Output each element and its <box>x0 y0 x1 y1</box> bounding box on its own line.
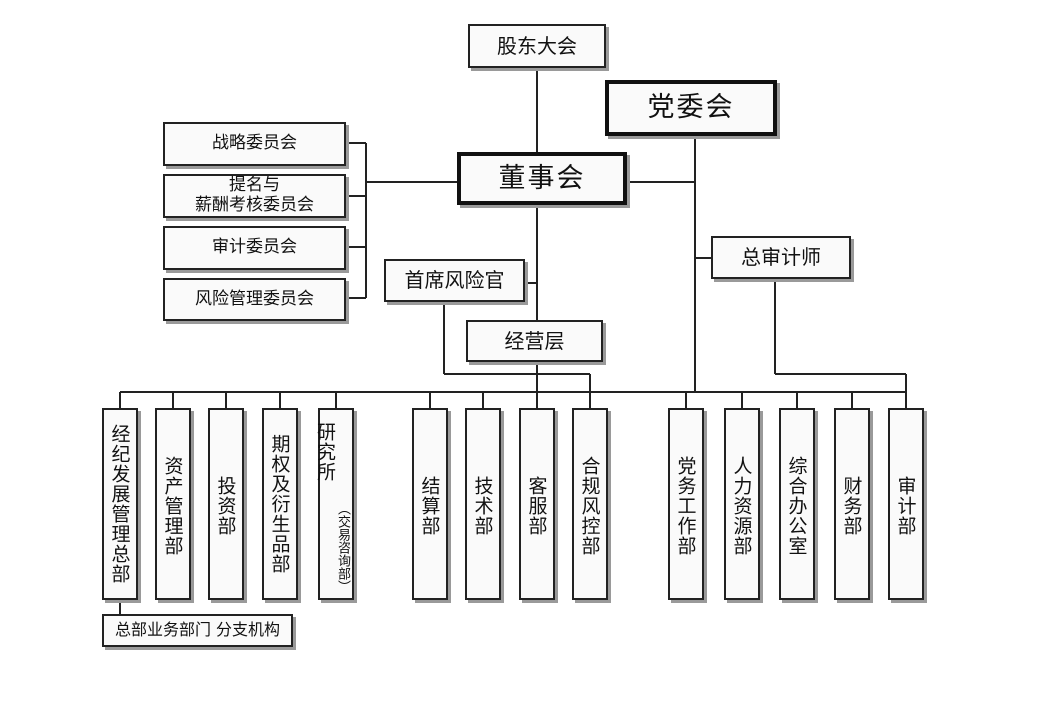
dept-brokerage-development: 经纪发展管理总部 <box>102 408 138 600</box>
dept-label: 资产管理部 <box>161 456 184 556</box>
strategy-committee-box: 战略委员会 <box>163 122 346 166</box>
dept-asset-management: 资产管理部 <box>155 408 191 600</box>
dept-label: 经纪发展管理总部 <box>108 424 131 584</box>
dept-label: 投资部 <box>214 476 237 536</box>
board-of-directors-box: 董事会 <box>457 152 627 205</box>
management-box: 经营层 <box>466 320 603 362</box>
dept-label: 财务部 <box>840 476 863 536</box>
audit-committee-box: 审计委员会 <box>163 226 346 270</box>
dept-label: 综合办公室 <box>785 456 808 556</box>
dept-human-resources: 人力资源部 <box>724 408 760 600</box>
dept-label: 合规风控部 <box>578 456 601 556</box>
risk-management-committee-box: 风险管理委员会 <box>163 278 346 321</box>
branch-note-box: 总部业务部门 分支机构 <box>102 614 293 647</box>
dept-investment: 投资部 <box>208 408 244 600</box>
dept-label: 期权及衍生品部 <box>268 434 291 574</box>
nomination-compensation-committee-box: 提名与 薪酬考核委员会 <box>163 174 346 218</box>
dept-label: 客服部 <box>525 476 548 536</box>
dept-customer-service: 客服部 <box>519 408 555 600</box>
dept-sublabel: （交易咨询部） <box>335 502 350 593</box>
dept-compliance-risk: 合规风控部 <box>572 408 608 600</box>
dept-label: 党务工作部 <box>674 456 697 556</box>
dept-research-institute: 研究所 （交易咨询部） <box>314 408 354 600</box>
dept-options-derivatives: 期权及衍生品部 <box>262 408 298 600</box>
dept-settlement: 结算部 <box>412 408 448 600</box>
dept-label: 技术部 <box>471 476 494 536</box>
dept-technology: 技术部 <box>465 408 501 600</box>
dept-party-affairs: 党务工作部 <box>668 408 704 600</box>
nomination-label: 提名与 <box>229 175 280 196</box>
dept-label: 研究所 <box>314 422 336 482</box>
research-label-group: 研究所 （交易咨询部） <box>314 422 350 593</box>
dept-finance: 财务部 <box>834 408 870 600</box>
dept-label: 人力资源部 <box>730 456 753 556</box>
dept-label: 结算部 <box>418 476 441 536</box>
dept-general-office: 综合办公室 <box>779 408 815 600</box>
compensation-committee-label: 薪酬考核委员会 <box>195 195 314 215</box>
chief-risk-officer-box: 首席风险官 <box>384 259 525 302</box>
dept-audit: 审计部 <box>888 408 924 600</box>
dept-label: 审计部 <box>894 476 917 536</box>
chief-auditor-box: 总审计师 <box>711 236 851 279</box>
party-committee-box: 党委会 <box>605 80 777 136</box>
shareholders-meeting-box: 股东大会 <box>468 24 606 68</box>
